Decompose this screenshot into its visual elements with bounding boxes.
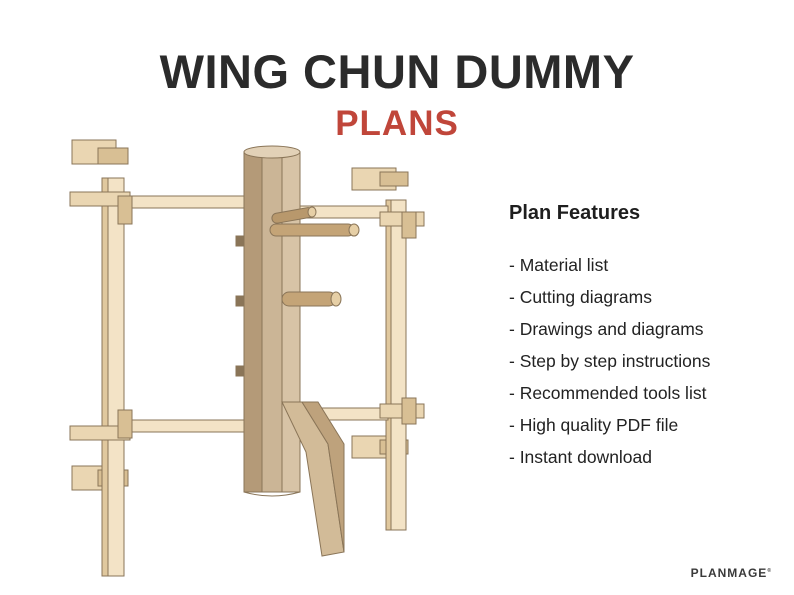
brand-name: PLANMAGE	[690, 566, 768, 580]
wing-chun-dummy-illustration	[69, 139, 425, 577]
feature-item: - Recommended tools list	[509, 383, 707, 403]
page-subtitle: PLANS	[335, 104, 459, 143]
page-title: WING CHUN DUMMY	[159, 45, 635, 98]
feature-item: - High quality PDF file	[509, 415, 679, 435]
feature-item: - Instant download	[509, 447, 653, 467]
brand-mark: ®	[767, 568, 772, 574]
features-list: - Material list - Cutting diagrams - Dra…	[509, 249, 789, 473]
feature-item: - Drawings and diagrams	[509, 319, 704, 339]
feature-item: - Cutting diagrams	[509, 287, 652, 307]
features-heading: Plan Features	[509, 202, 641, 224]
brand-logo: PLANMAGE®	[691, 566, 772, 580]
feature-item: - Step by step instructions	[509, 351, 711, 371]
feature-item: - Material list	[509, 255, 609, 275]
plan-features-panel: Plan Features - Material list - Cutting …	[509, 201, 789, 473]
